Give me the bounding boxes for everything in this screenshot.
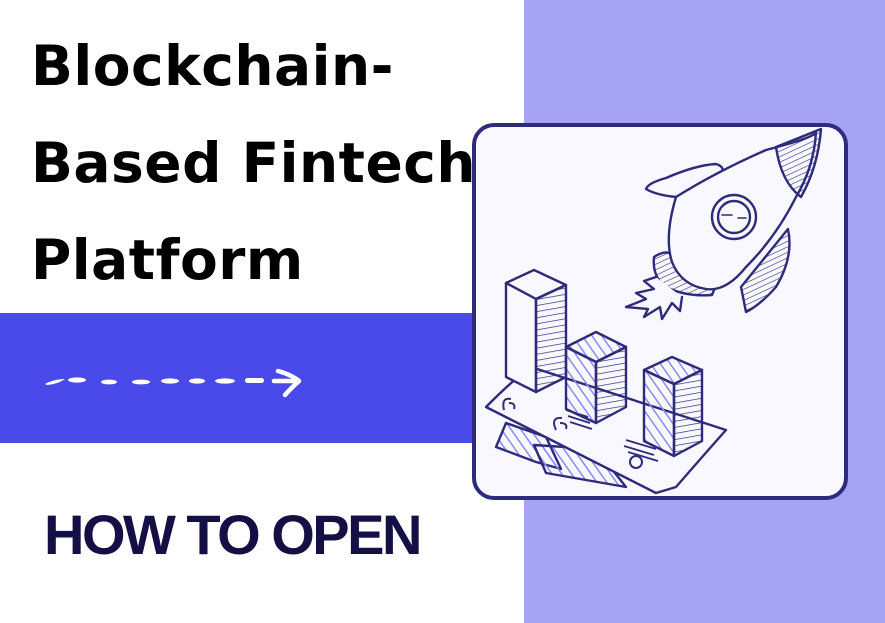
title-line-2: Based Fintech bbox=[31, 131, 477, 195]
rocket-icon bbox=[624, 127, 823, 321]
accent-band bbox=[0, 313, 472, 443]
subtitle-how-to-open: HOW TO OPEN bbox=[44, 503, 422, 566]
paper-documents-icon bbox=[484, 365, 728, 495]
page-title: Blockchain- Based Fintech Platform bbox=[31, 18, 476, 309]
bar-chart-3d-icon bbox=[504, 268, 704, 458]
dashed-arrow-right-icon bbox=[45, 368, 302, 398]
title-line-3: Platform bbox=[31, 228, 304, 292]
illustration-canvas bbox=[484, 127, 823, 495]
title-line-1: Blockchain- bbox=[31, 34, 394, 98]
illustration-card bbox=[472, 123, 848, 500]
